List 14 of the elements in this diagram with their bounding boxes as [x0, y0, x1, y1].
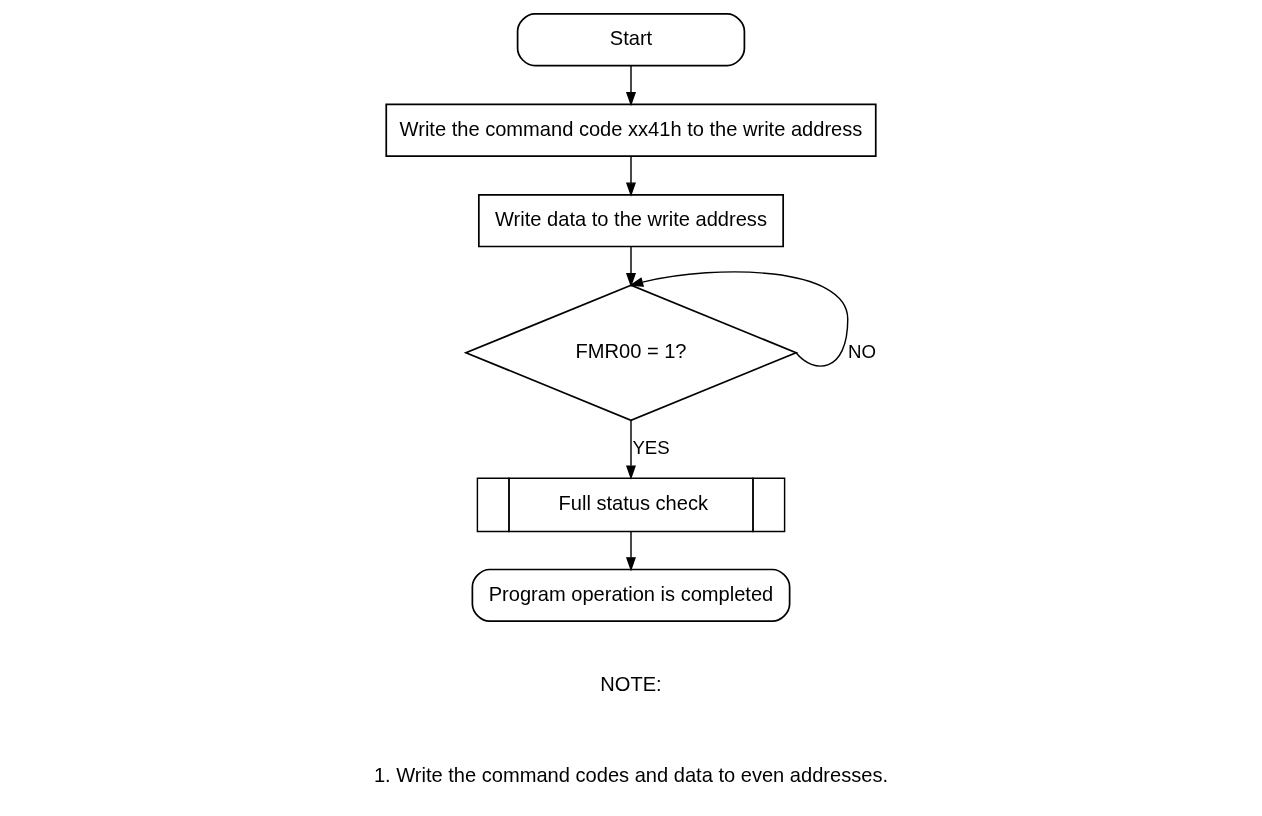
arrow [625, 65, 637, 107]
arrow [625, 155, 637, 197]
arrow [625, 530, 637, 572]
node-box: Write data to the write address [477, 193, 784, 248]
arrow [625, 246, 637, 288]
label: NOTE: [600, 673, 662, 696]
edge-label: YES [632, 436, 670, 458]
node-box: Program operation is completed [471, 568, 791, 623]
label: 1. Write the command codes and data to even addresses. [373, 763, 889, 786]
edge-label: NO [848, 340, 877, 362]
node-box: Write the command code xx41h to the write address [385, 103, 877, 157]
arrow [625, 419, 637, 480]
node-diamond: FMR00 = 1? [463, 284, 799, 422]
node-box: Start [516, 13, 746, 67]
